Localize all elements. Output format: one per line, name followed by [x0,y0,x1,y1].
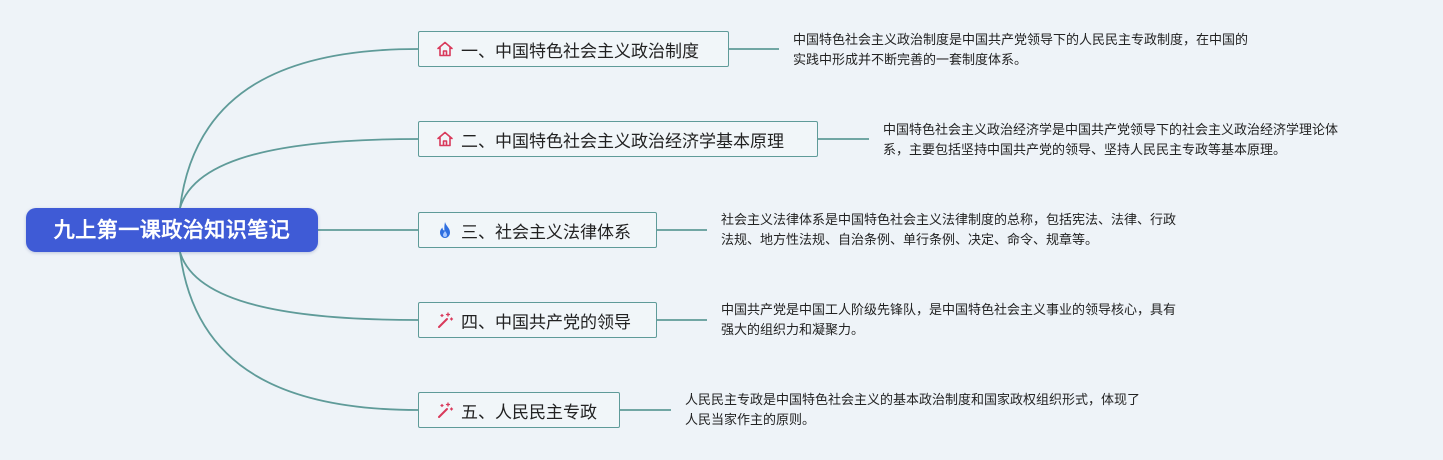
description-line: 中国特色社会主义政治制度是中国共产党领导下的人民民主专政制度，在中国的 [793,33,1249,48]
branch-description: 人民民主专政是中国特色社会主义的基本政治制度和国家政权组织形式，体现了 人民当家… [685,391,1140,431]
root-branch-connector [179,251,419,321]
description-line: 中国特色社会主义政治经济学是中国共产党领导下的社会主义政治经济学理论体 [883,123,1339,138]
branch-label: 四、中国共产党的领导 [461,312,631,333]
branch-political-system[interactable]: 一、中国特色社会主义政治制度 [418,31,729,67]
description-line: 法规、地方性法规、自治条例、单行条例、决定、命令、规章等。 [721,233,1099,248]
house-icon [435,129,455,149]
flame-icon [435,220,455,240]
description-line: 社会主义法律体系是中国特色社会主义法律制度的总称，包括宪法、法律、行政 [721,213,1177,228]
branch-peoples-dictatorship[interactable]: 五、人民民主专政 [418,392,620,428]
branch-label: 一、中国特色社会主义政治制度 [461,41,699,62]
house-icon [435,39,455,59]
description-line: 中国共产党是中国工人阶级先锋队，是中国特色社会主义事业的领导核心，具有 [721,303,1177,318]
branch-label: 二、中国特色社会主义政治经济学基本原理 [461,131,784,152]
root-topic[interactable]: 九上第一课政治知识笔记 [26,208,318,252]
branch-political-economy[interactable]: 二、中国特色社会主义政治经济学基本原理 [418,121,818,157]
root-branch-connector [179,251,419,411]
description-line: 实践中形成并不断完善的一套制度体系。 [793,53,1028,68]
magic-wand-icon [435,400,455,420]
description-line: 人民当家作主的原则。 [685,413,816,428]
branch-label: 五、人民民主专政 [461,402,597,423]
description-line: 强大的组织力和凝聚力。 [721,323,865,338]
description-line: 系，主要包括坚持中国共产党的领导、坚持人民民主专政等基本原理。 [883,143,1287,158]
magic-wand-icon [435,310,455,330]
branch-label: 三、社会主义法律体系 [461,222,631,243]
branch-description: 中国特色社会主义政治经济学是中国共产党领导下的社会主义政治经济学理论体 系，主要… [883,121,1338,161]
branch-legal-system[interactable]: 三、社会主义法律体系 [418,212,657,248]
root-branch-connector [179,138,419,209]
branch-description: 中国特色社会主义政治制度是中国共产党领导下的人民民主专政制度，在中国的 实践中形… [793,31,1248,71]
branch-description: 中国共产党是中国工人阶级先锋队，是中国特色社会主义事业的领导核心，具有 强大的组… [721,301,1176,341]
branch-description: 社会主义法律体系是中国特色社会主义法律制度的总称，包括宪法、法律、行政 法规、地… [721,211,1176,251]
branch-party-leadership[interactable]: 四、中国共产党的领导 [418,302,657,338]
root-branch-connector [179,48,419,209]
description-line: 人民民主专政是中国特色社会主义的基本政治制度和国家政权组织形式，体现了 [685,393,1141,408]
